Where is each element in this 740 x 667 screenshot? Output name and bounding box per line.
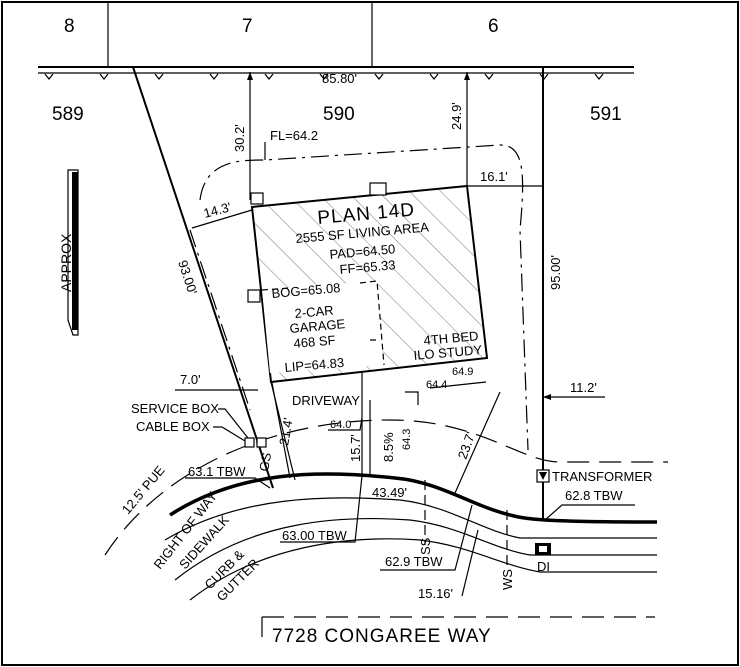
- bedroom-label-1: 4TH BED: [423, 328, 479, 348]
- svg-text:30.2': 30.2': [232, 124, 247, 152]
- tbw-63-1: 63.1 TBW: [188, 464, 246, 479]
- drain-inlet-label: DI: [537, 559, 550, 574]
- sidewalk-line-1: [164, 497, 657, 541]
- tbw-62-9-leader: [380, 504, 473, 571]
- drain-inlet-grate: [539, 546, 547, 552]
- side-setback-left: 14.3': [191, 199, 253, 229]
- street-address: 7728 CONGAREE WAY: [272, 626, 492, 647]
- garage-label-2: GARAGE: [289, 316, 346, 336]
- tbw-63-00: 63.00 TBW: [282, 528, 348, 543]
- right-line-dimension: 95.00': [548, 255, 563, 290]
- tbw-62-9: 62.9 TBW: [385, 554, 443, 569]
- svg-text:APPROX: APPROX: [58, 233, 74, 292]
- right-of-way-line: [169, 472, 658, 524]
- svg-text:14.3': 14.3': [202, 199, 233, 221]
- bedroom-label-2: ILO STUDY: [413, 342, 483, 363]
- rear-property-line: [38, 66, 634, 80]
- drive-slope: 8.5%: [381, 432, 396, 462]
- setback-dimension-left: 30.2': [232, 72, 253, 200]
- elevation-64-3: 64.3: [401, 429, 413, 450]
- gs-label: GS: [256, 451, 274, 472]
- service-box-label: SERVICE BOX: [131, 401, 219, 416]
- garage-outline: [261, 280, 385, 366]
- svg-text:16.1': 16.1': [480, 169, 508, 184]
- transformer-icon: [539, 472, 547, 480]
- drive-left-offset: 7.0': [175, 372, 258, 391]
- side-setback-right: 16.1': [467, 169, 543, 187]
- front-walk: [405, 381, 487, 405]
- elevation-64-0-leader: [328, 417, 363, 431]
- left-lot-line: [132, 66, 274, 489]
- left-line-dim-guide: [189, 229, 251, 411]
- service-box-marker: [244, 437, 255, 448]
- curb-offset-leader: [461, 529, 479, 597]
- lot-number-6: 6: [488, 16, 499, 37]
- garage-label-3: 468 SF: [293, 332, 336, 351]
- lot-number-590: 590: [323, 104, 355, 125]
- drive-width-dimension: 21.4': [271, 382, 296, 479]
- cable-box-marker: [256, 437, 267, 448]
- svg-text:24.9': 24.9': [449, 102, 464, 130]
- left-line-dimension: 93.00': [175, 258, 200, 296]
- pad-elevation: PAD=64.50: [329, 241, 396, 262]
- curb-offset-dimension: 15.16': [418, 586, 453, 601]
- cable-box-leader: [213, 426, 246, 442]
- sidewalk-line-2: [174, 517, 657, 581]
- tbw-62-8-leader: [544, 504, 635, 521]
- bumpout-rear-mid: [369, 182, 387, 196]
- tbw-62-8: 62.8 TBW: [565, 488, 623, 503]
- elevation-64-9: 64.9: [452, 366, 473, 378]
- front-diagonal-dimension: 23.7': [454, 391, 501, 494]
- svg-text:7.0': 7.0': [180, 372, 201, 387]
- garage-area: [262, 281, 384, 373]
- elevation-64-0: 64.0: [330, 419, 351, 431]
- tbw-63-00-leader: [280, 475, 363, 543]
- lot-number-7: 7: [242, 16, 253, 37]
- right-offset-dimension: 11.2': [543, 380, 605, 400]
- pue-label: 12.5' PUE: [119, 463, 168, 517]
- svg-text:23.7': 23.7': [455, 430, 479, 461]
- garage-label-1: 2-CAR: [294, 303, 334, 321]
- svg-text:21.4': 21.4': [276, 417, 296, 447]
- service-box-leader: [218, 408, 249, 439]
- svg-text:11.2': 11.2': [570, 380, 597, 395]
- drive-depth-dimension: 15.7': [348, 400, 371, 475]
- pue-line: [104, 419, 668, 556]
- driveway-label: DRIVEWAY: [292, 393, 360, 408]
- transformer-label: TRANSFORMER: [552, 469, 652, 484]
- lip-elevation: LIP=64.83: [284, 355, 345, 375]
- setback-dimension-right: 24.9': [449, 72, 470, 185]
- lot-number-591: 591: [590, 104, 622, 125]
- elevation-64-4: 64.4: [426, 379, 447, 391]
- lot-number-8: 8: [64, 16, 75, 37]
- ff-elevation: FF=65.33: [339, 257, 396, 277]
- bumpout-side: [247, 289, 261, 303]
- cable-box-label: CABLE BOX: [136, 419, 210, 434]
- bumpout-rear-left: [250, 192, 264, 205]
- ss-label: SS: [418, 537, 433, 555]
- bog-elevation: BOG=65.08: [271, 280, 341, 301]
- fl-elevation: FL=64.2: [270, 128, 318, 143]
- approx-north-arrow: APPROX: [58, 169, 79, 336]
- tbw-63-1-leader: [185, 477, 271, 489]
- lot-number-589: 589: [52, 104, 84, 125]
- svg-text:15.7': 15.7': [348, 434, 363, 462]
- arc-dimension: 43.49': [372, 485, 407, 500]
- rear-line-dimension: 85.80': [322, 71, 357, 86]
- ws-label: WS: [500, 569, 515, 590]
- fl-drainage-line: [199, 144, 529, 451]
